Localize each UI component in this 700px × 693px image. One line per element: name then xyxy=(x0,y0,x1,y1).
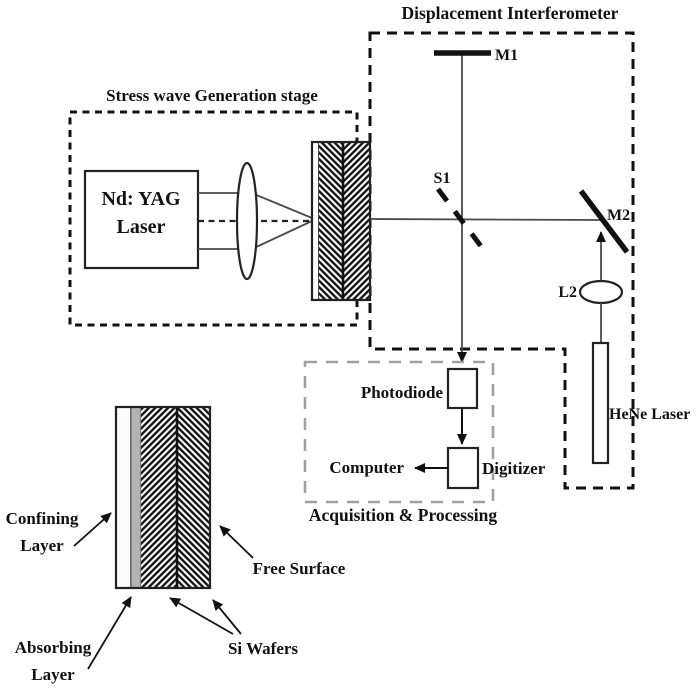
beam-converge-upper xyxy=(253,193,313,219)
confining-layer-label-line1: Confining xyxy=(6,509,79,528)
specimen-detail xyxy=(114,405,212,590)
stress-stage-title: Stress wave Generation stage xyxy=(106,86,318,105)
acquisition-box xyxy=(303,360,495,504)
specimen-outline xyxy=(310,140,372,302)
detail-confining-layer xyxy=(115,406,132,589)
absorbing-layer-label-line1: Absorbing xyxy=(15,638,92,657)
si-wafers-label: Si Wafers xyxy=(228,639,298,658)
detail-outline xyxy=(114,405,212,590)
absorbing-layer-label-line2: Layer xyxy=(31,665,75,684)
beam-horizontal xyxy=(369,218,602,221)
beamsplitter-s1 xyxy=(436,187,488,255)
beamsplitter-s1-label: S1 xyxy=(434,170,451,187)
specimen-wafer-right xyxy=(343,143,370,299)
lens-l2-label: L2 xyxy=(558,284,577,301)
confining-layer-leader-arrow xyxy=(73,512,112,547)
hene-laser-body xyxy=(591,341,610,465)
photodiode-box xyxy=(446,367,479,410)
detail-absorbing-layer xyxy=(130,406,142,589)
absorbing-layer-leader-arrow xyxy=(87,596,132,670)
interferometer-title: Displacement Interferometer xyxy=(402,3,619,23)
si-wafers-leader-arrow-right xyxy=(212,599,242,635)
digitizer-box xyxy=(446,446,480,490)
confining-layer-label-line2: Layer xyxy=(20,536,64,555)
photodiode-label: Photodiode xyxy=(361,383,444,402)
mirror-m1-label: M1 xyxy=(495,47,518,64)
lens-l2 xyxy=(578,279,624,305)
beam-converge-lower xyxy=(253,220,313,249)
mirror-m2-label: M2 xyxy=(607,207,630,224)
hene-laser-label: HeNe Laser xyxy=(609,406,690,423)
detail-wafer-left xyxy=(141,408,177,587)
digitizer-label: Digitizer xyxy=(482,459,546,478)
specimen-wafer-left xyxy=(319,143,343,299)
target-specimen xyxy=(310,140,372,302)
acquisition-title: Acquisition & Processing xyxy=(309,505,498,525)
ndyag-laser-label-line1: Nd: YAG xyxy=(101,188,181,210)
interferometer-box xyxy=(368,31,635,490)
detail-wafer-right xyxy=(177,408,210,587)
free-surface-leader-arrow xyxy=(219,525,254,559)
mirror-m2 xyxy=(578,189,630,254)
si-wafers-leader-arrow-left xyxy=(169,597,234,635)
ndyag-laser-label-line2: Laser xyxy=(117,216,166,238)
ndyag-laser-box xyxy=(83,169,200,270)
lens-l1 xyxy=(235,161,259,281)
free-surface-label: Free Surface xyxy=(253,559,346,578)
computer-label: Computer xyxy=(329,458,404,477)
